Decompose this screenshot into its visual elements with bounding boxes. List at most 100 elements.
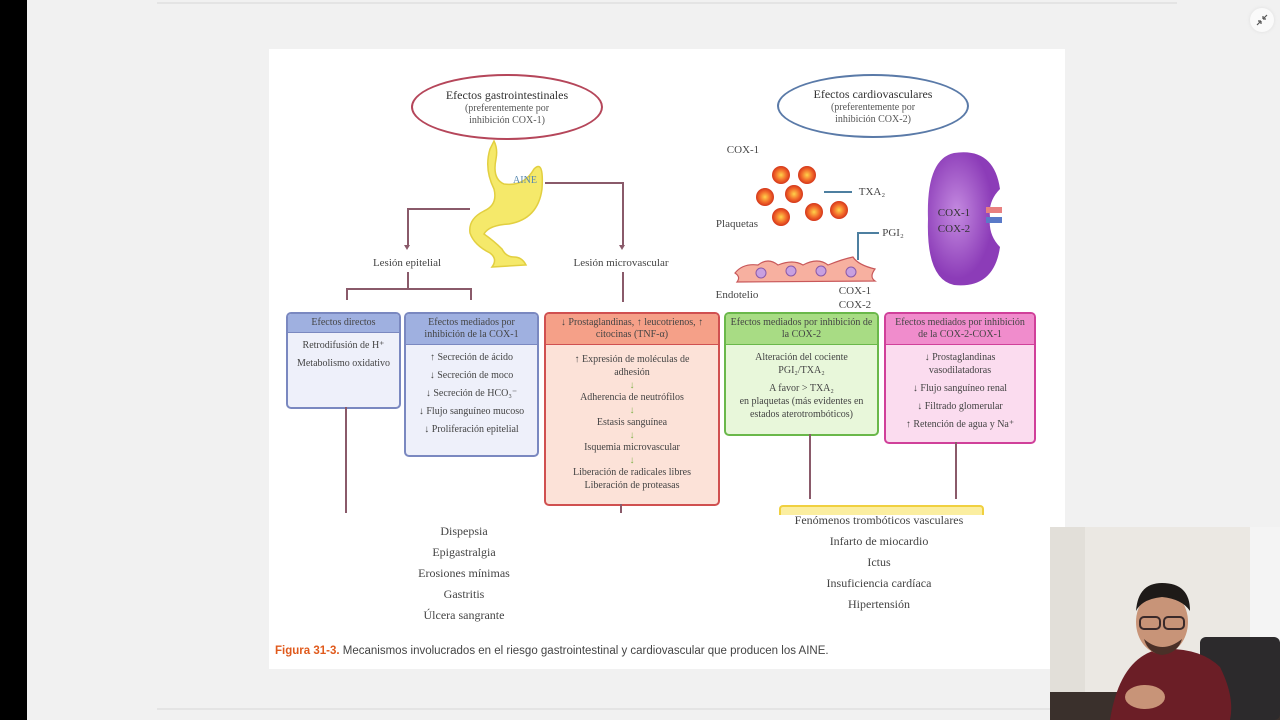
kidney-illustration [927, 152, 1002, 286]
exit-fullscreen-icon [1256, 14, 1268, 26]
arrow-icon [404, 245, 410, 250]
down-arrow-icon: ↓ [629, 405, 635, 416]
connector [620, 504, 622, 513]
kidney-cox1-label: COX-1 [937, 207, 971, 219]
exit-fullscreen-button[interactable] [1250, 8, 1274, 32]
top-divider [157, 2, 1177, 4]
box-item: Retrodifusión de H⁺ [302, 340, 385, 351]
endothelium-illustration [734, 256, 877, 283]
cv-outcomes-list: Fenómenos trombóticos vasculares Infarto… [769, 510, 989, 615]
box-item: Alteración del cociente PGI₂/TXA₂ [755, 352, 848, 376]
cv-outcome: Fenómenos trombóticos vasculares [794, 513, 964, 527]
box-item: ↑ Expresión de moléculas de adhesión [574, 354, 690, 378]
webcam-overlay[interactable] [1050, 527, 1280, 720]
box-cox1-effects: Efectos mediados por inhibición de la CO… [404, 312, 539, 457]
cv-effects-ellipse: Efectos cardiovasculares (preferentement… [777, 74, 969, 138]
pgi2-label: PGI₂ [882, 227, 904, 239]
connector [346, 288, 471, 290]
gi-outcome: Dispepsia [440, 524, 488, 538]
box-body: Alteración del cociente PGI₂/TXA₂ A favo… [726, 345, 877, 432]
box-body: ↓ Prostaglandinas vasodilatadoras ↓ Fluj… [886, 345, 1034, 442]
connector [622, 272, 624, 302]
box-item: ↓ Filtrado glomerular [917, 401, 1003, 412]
cv-outcome: Insuficiencia cardíaca [826, 576, 932, 590]
box-item: ↑ Secreción de ácido [429, 352, 514, 363]
box-cox2-cox1-effects: Efectos mediados por inhibición de la CO… [884, 312, 1036, 444]
epithelial-lesion-label: Lesión epitelial [372, 257, 442, 269]
connector [545, 182, 623, 184]
box-item: ↑ Retención de agua y Na⁺ [905, 419, 1015, 430]
figure-slide: Efectos gastrointestinales (preferenteme… [269, 49, 1065, 669]
cv-ellipse-title: Efectos cardiovasculares [813, 86, 933, 101]
endothelium-cox2-label: COX-2 [838, 299, 872, 311]
connector [809, 434, 811, 499]
connector [345, 407, 347, 513]
gi-ellipse-sub1: (preferentemente por [464, 102, 550, 114]
box-item: en plaquetas (más evidentes en estados a… [739, 396, 864, 420]
gi-outcome: Úlcera sangrante [423, 608, 505, 622]
down-arrow-icon: ↓ [629, 380, 635, 391]
connector [622, 182, 624, 246]
box-header: Efectos mediados por inhibición de la CO… [886, 314, 1034, 345]
box-microvascular-effects: ↓ Prostaglandinas, ↑ leucotrienos, ↑ cit… [544, 312, 720, 506]
kidney-cox2-label: COX-2 [937, 223, 971, 235]
box-item: ↓ Secreción de moco [429, 370, 514, 381]
cox1-platelet-label: COX-1 [726, 144, 760, 156]
arrow-line [857, 232, 879, 234]
gi-outcome: Epigastralgia [432, 545, 496, 559]
stomach-illustration [469, 139, 544, 268]
cv-ellipse-sub2: inhibición COX-2) [835, 113, 911, 125]
box-item: Adherencia de neutrófilos [580, 392, 684, 403]
box-header: Efectos directos [288, 314, 399, 333]
connector [407, 208, 470, 210]
box-body: ↑ Expresión de moléculas de adhesión ↓ A… [546, 345, 718, 503]
box-cox2-effects: Efectos mediados por inhibición de la CO… [724, 312, 879, 436]
arrow-line [857, 232, 859, 260]
figure-caption: Figura 31-3. Mecanismos involucrados en … [275, 645, 829, 657]
box-body: ↑ Secreción de ácido ↓ Secreción de moco… [406, 345, 537, 447]
endothelium-cox1-label: COX-1 [838, 285, 872, 297]
txa2-label: TXA₂ [858, 186, 886, 198]
box-header: Efectos mediados por inhibición de la CO… [406, 314, 537, 345]
cv-outcome: Infarto de miocardio [829, 534, 929, 548]
microvascular-lesion-label: Lesión microvascular [573, 257, 669, 269]
gi-outcome: Gastritis [443, 587, 485, 601]
box-item: ↓ Flujo sanguíneo renal [912, 383, 1008, 394]
gi-ellipse-sub2: inhibición COX-1) [469, 114, 545, 126]
box-direct-effects: Efectos directos Retrodifusión de H⁺ Met… [286, 312, 401, 409]
aine-label: AINE [513, 175, 537, 186]
endothelium-label: Endotelio [715, 289, 759, 301]
gi-outcome: Erosiones mínimas [418, 566, 510, 580]
box-header: ↓ Prostaglandinas, ↑ leucotrienos, ↑ cit… [546, 314, 718, 345]
yellow-bracket [779, 505, 984, 515]
box-item: ↓ Prostaglandinas vasodilatadoras [924, 352, 996, 376]
down-arrow-icon: ↓ [629, 455, 635, 466]
box-item: ↓ Secreción de HCO₃⁻ [425, 388, 518, 399]
platelets-label: Plaquetas [715, 218, 759, 230]
platelets-illustration [756, 166, 848, 226]
cv-outcome: Ictus [867, 555, 891, 569]
gi-ellipse-title: Efectos gastrointestinales [445, 87, 569, 102]
box-item: Isquemia microvascular [584, 442, 680, 453]
down-arrow-icon: ↓ [629, 430, 635, 441]
caption-label: Figura 31-3. [275, 645, 340, 657]
box-item: Liberación de radicales libres [573, 467, 691, 478]
gi-outcomes-list: Dispepsia Epigastralgia Erosiones mínima… [389, 521, 539, 626]
connector [955, 442, 957, 499]
cv-ellipse-sub1: (preferentemente por [830, 101, 916, 113]
box-body: Retrodifusión de H⁺ Metabolismo oxidativ… [288, 333, 399, 381]
cv-outcome: Hipertensión [848, 597, 910, 611]
box-item: A favor > TXA₂ [769, 383, 834, 394]
box-item: Liberación de proteasas [584, 480, 680, 491]
box-item: Estasis sanguínea [596, 417, 668, 428]
connector [407, 208, 409, 246]
gi-effects-ellipse: Efectos gastrointestinales (preferenteme… [411, 74, 603, 140]
left-black-bar [0, 0, 27, 720]
box-item: ↓ Proliferación epitelial [424, 424, 519, 435]
caption-text: Mecanismos involucrados en el riesgo gas… [342, 645, 829, 657]
box-header: Efectos mediados por inhibición de la CO… [726, 314, 877, 345]
box-item: Metabolismo oxidativo [296, 358, 391, 369]
box-item: ↓ Flujo sanguíneo mucoso [418, 406, 525, 417]
bottom-divider [157, 708, 1177, 710]
arrow-line [824, 191, 852, 193]
